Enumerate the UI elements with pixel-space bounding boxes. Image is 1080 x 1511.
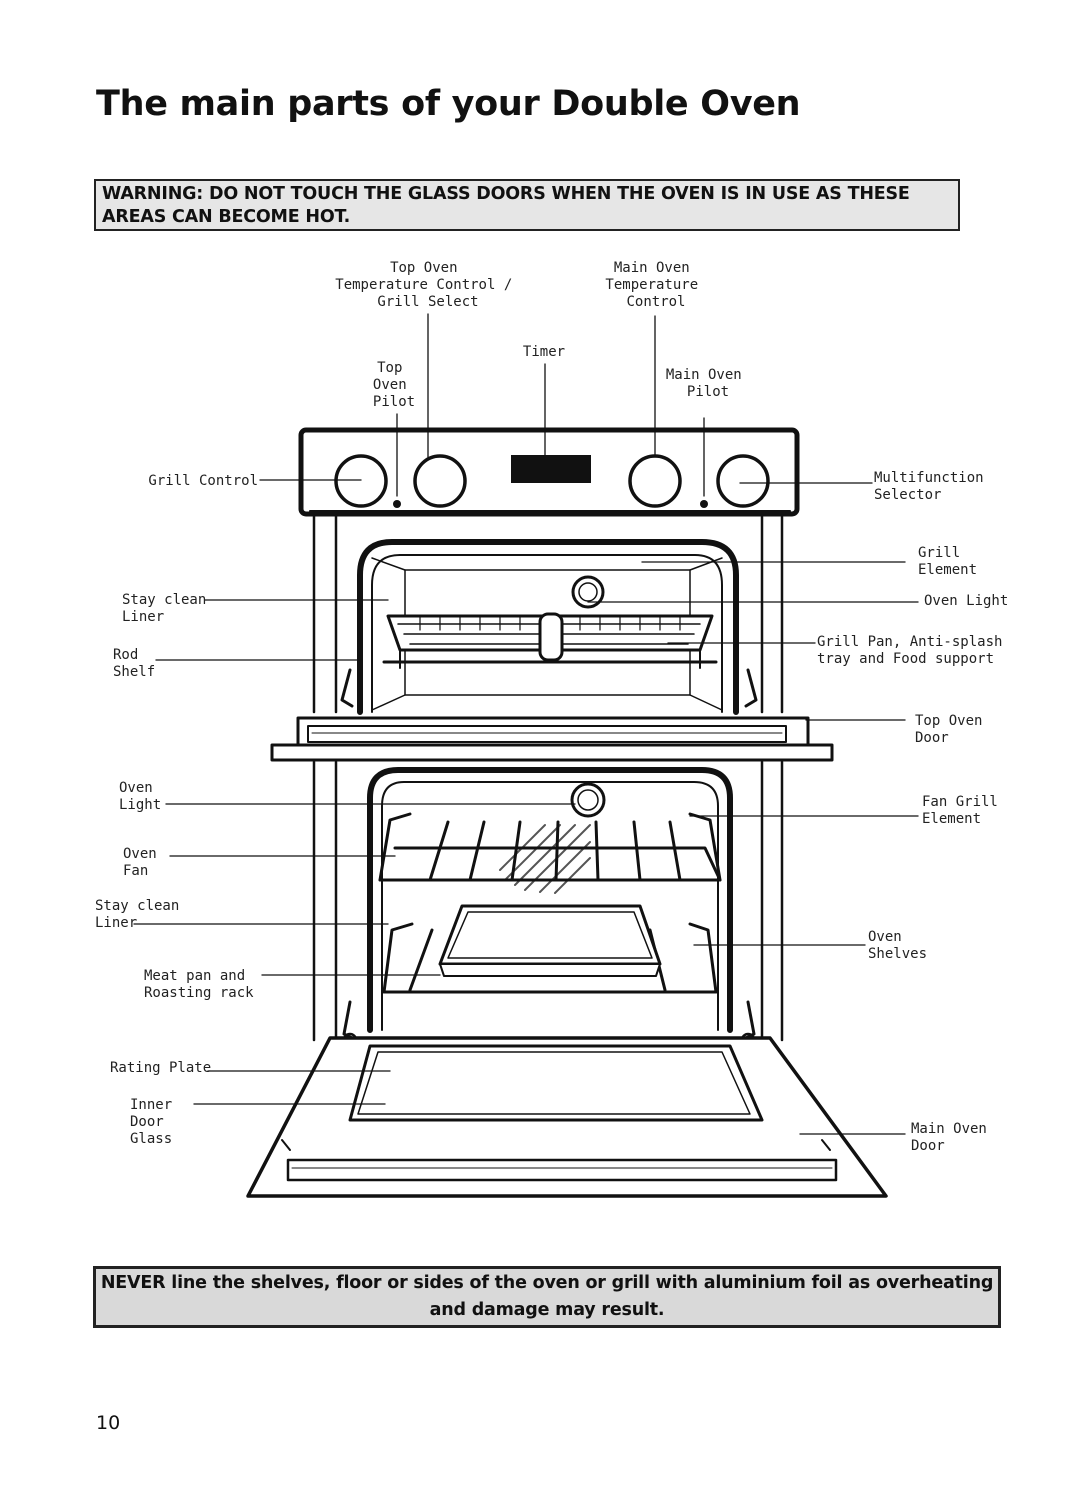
caution-box: NEVER line the shelves, floor or sides o…: [93, 1266, 1001, 1328]
label-oven-light-main: Oven Light: [119, 780, 161, 813]
label-main-oven-temp-control: Main Oven Temperature Control: [605, 260, 706, 310]
label-inner-door-glass: Inner Door Glass: [130, 1097, 181, 1147]
label-main-oven-pilot: Main Oven Pilot: [666, 367, 750, 400]
label-meat-pan: Meat pan and Roasting rack: [144, 968, 254, 1001]
top-oven-temperature-knob: [413, 454, 467, 508]
multifunction-selector-knob: [716, 454, 770, 508]
top-oven-light: [571, 575, 605, 609]
label-main-oven-door: Main Oven Door: [911, 1121, 995, 1154]
label-oven-shelves: Oven Shelves: [868, 929, 927, 962]
label-multifunction-selector: Multifunction Selector: [874, 470, 992, 503]
page-title: The main parts of your Double Oven: [96, 84, 801, 124]
label-grill-element: Grill Element: [918, 545, 977, 578]
main-oven-door: [246, 1036, 888, 1198]
control-panel: [298, 427, 800, 517]
warning-box: WARNING: DO NOT TOUCH THE GLASS DOORS WH…: [94, 179, 960, 231]
caution-text: NEVER line the shelves, floor or sides o…: [100, 1273, 994, 1320]
top-oven-door: [270, 716, 834, 762]
label-oven-fan: Oven Fan: [123, 846, 165, 879]
warning-text: WARNING: DO NOT TOUCH THE GLASS DOORS WH…: [102, 184, 910, 227]
meat-pan: [438, 904, 662, 966]
main-oven: [312, 760, 784, 1048]
label-stay-clean-liner-main: Stay clean Liner: [95, 898, 188, 931]
main-oven-light: [570, 782, 606, 818]
top-oven: [312, 514, 784, 715]
label-grill-control: Grill Control: [148, 473, 258, 489]
label-fan-grill-element: Fan Grill Element: [922, 794, 1006, 827]
label-rating-plate: Rating Plate: [110, 1060, 211, 1076]
page-number: 10: [96, 1412, 121, 1434]
main-oven-pilot-light: [700, 500, 708, 508]
label-top-oven-pilot: Top Oven Pilot: [373, 360, 415, 410]
callout-labels: Top Oven Temperature Control / Grill Sel…: [95, 260, 1011, 1154]
label-stay-clean-liner-top: Stay clean Liner: [122, 592, 215, 625]
label-oven-light-top: Oven Light: [924, 593, 1008, 609]
label-top-oven-temp-control: Top Oven Temperature Control / Grill Sel…: [335, 260, 520, 310]
timer-display: [511, 455, 591, 483]
label-grill-pan: Grill Pan, Anti-splash tray and Food sup…: [817, 634, 1011, 667]
main-oven-temperature-knob: [628, 454, 682, 508]
grill-control-knob: [334, 454, 388, 508]
label-timer: Timer: [523, 344, 565, 360]
label-rod-shelf: Rod Shelf: [113, 647, 155, 680]
label-top-oven-door: Top Oven Door: [915, 713, 991, 746]
top-oven-pilot-light: [393, 500, 401, 508]
leader-lines: [133, 313, 919, 1135]
